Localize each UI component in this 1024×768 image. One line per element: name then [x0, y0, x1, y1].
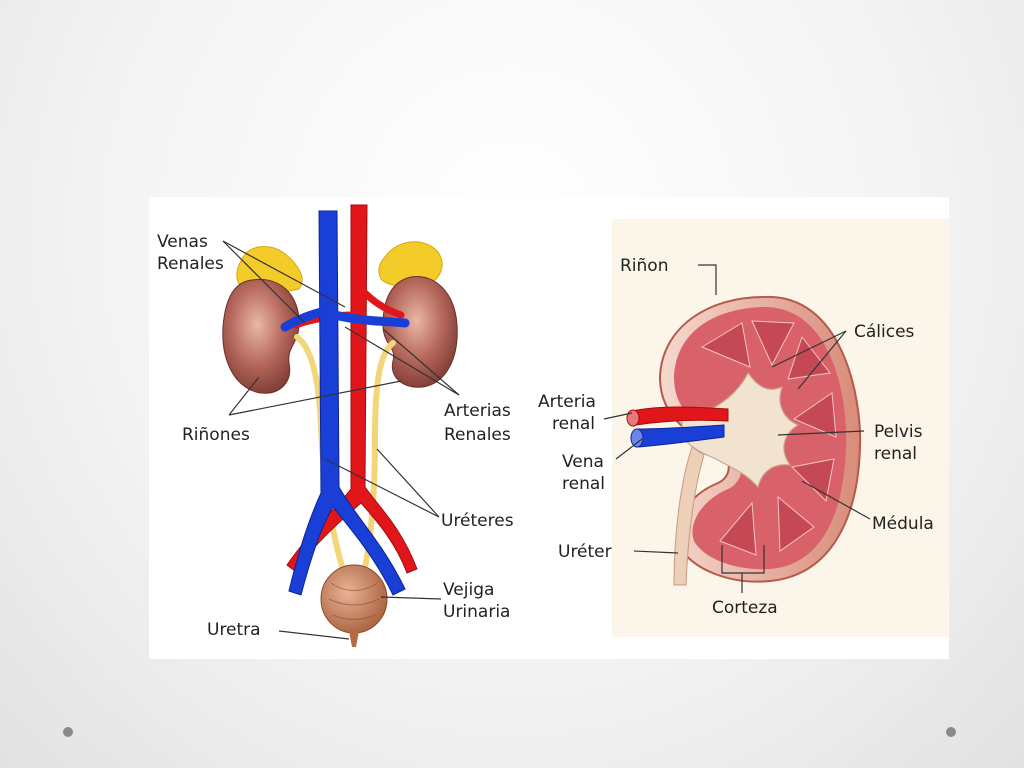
label-vena-renal-1: Vena	[562, 452, 604, 472]
label-arteria-renal-2: renal	[552, 414, 595, 434]
label-urinaria: Urinaria	[443, 602, 510, 622]
urethra	[349, 631, 359, 647]
kidney-section-svg: Riñon Cálices Arteria renal Pelvis renal…	[538, 219, 949, 637]
right-renal-artery	[361, 289, 405, 319]
label-venas-renales-2: Renales	[157, 254, 224, 274]
right-kidney	[382, 276, 458, 388]
slide-dot-icon	[946, 727, 956, 737]
label-ureteres: Uréteres	[441, 511, 514, 531]
label-ureter: Uréter	[558, 542, 612, 562]
renal-vein	[635, 424, 725, 448]
kidney-section-diagram: Riñon Cálices Arteria renal Pelvis renal…	[532, 197, 949, 659]
right-renal-vein	[330, 310, 410, 328]
renal-artery	[631, 406, 729, 426]
label-pelvis-renal-1: Pelvis	[874, 422, 923, 442]
label-arteria-renal-1: Arteria	[538, 392, 596, 412]
medulla-pyramids	[700, 320, 837, 556]
left-kidney	[222, 278, 300, 394]
label-calices: Cálices	[854, 322, 915, 342]
label-arterias-renales-2: Renales	[444, 425, 511, 445]
renal-pelvis	[681, 371, 800, 489]
vena-cava	[288, 210, 406, 596]
left-renal-vein	[280, 306, 330, 332]
leader-lines-left	[222, 240, 460, 640]
bladder	[320, 564, 388, 634]
label-uretra: Uretra	[207, 620, 261, 640]
label-rinon: Riñon	[620, 256, 669, 276]
label-medula: Médula	[872, 514, 934, 534]
label-rinones: Riñones	[182, 425, 250, 445]
urinary-system-svg: Venas Renales Arterias Renales Riñones U…	[157, 204, 514, 647]
label-arterias-renales-1: Arterias	[444, 401, 511, 421]
urinary-system-diagram: Venas Renales Arterias Renales Riñones U…	[149, 197, 532, 659]
label-vejiga: Vejiga	[443, 580, 494, 600]
label-pelvis-renal-2: renal	[874, 444, 917, 464]
leader-lines-right	[603, 264, 871, 593]
slide-dot-icon	[63, 727, 73, 737]
label-venas-renales-1: Venas	[157, 232, 208, 252]
label-vena-renal-2: renal	[562, 474, 605, 494]
ureter	[673, 446, 705, 586]
label-corteza: Corteza	[712, 598, 778, 618]
